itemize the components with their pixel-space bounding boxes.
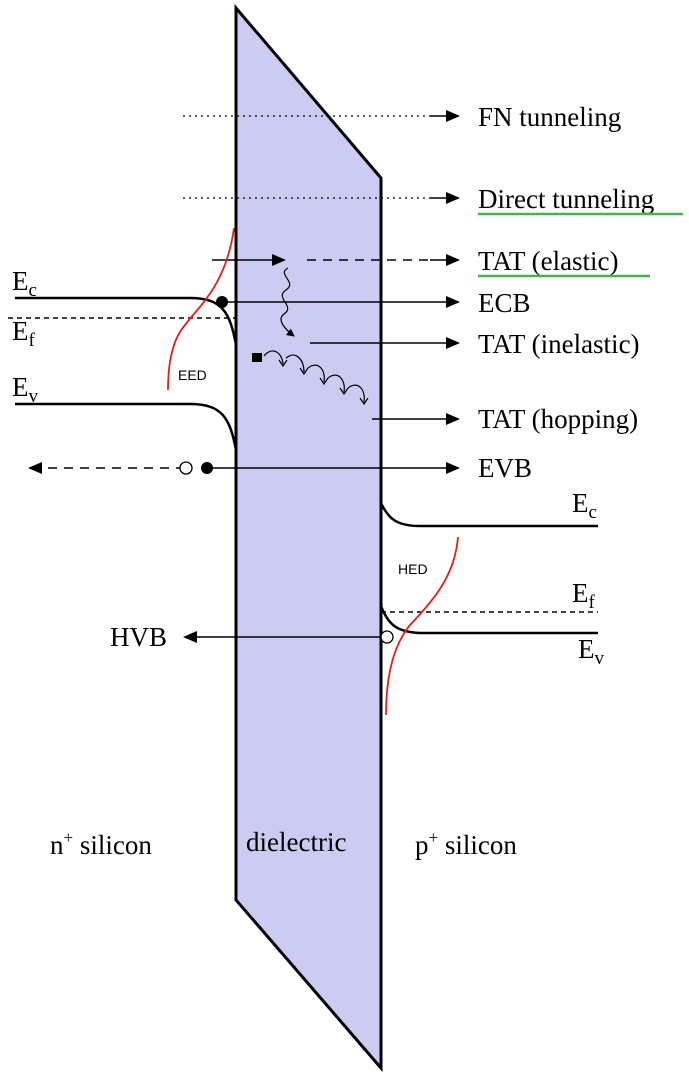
tat-inelastic-wiggle [280, 267, 295, 337]
evb-electron [201, 462, 213, 474]
label-fn-tunneling: FN tunneling [478, 102, 621, 132]
dielectric-barrier [234, 3, 383, 1073]
label-right-ev: Ev [578, 634, 605, 669]
label-ecb: ECB [478, 288, 531, 318]
hopping-path [263, 350, 365, 403]
hvb-hole [380, 630, 394, 644]
label-p-silicon: p+ silicon [415, 828, 517, 860]
eed-curve [167, 227, 235, 391]
label-left-ev: Ev [12, 372, 39, 407]
label-n-silicon: n+ silicon [50, 828, 152, 860]
label-right-ef: Ef [572, 578, 596, 613]
label-eed: EED [178, 367, 207, 383]
label-dielectric: dielectric [246, 827, 346, 857]
hopping-arrowheads [278, 359, 369, 406]
hed-curve [385, 536, 459, 716]
label-left-ef: Ef [12, 316, 36, 351]
trap-state [252, 353, 262, 362]
right-conduction-band [379, 502, 598, 528]
evb-hole [179, 461, 193, 475]
label-evb: EVB [478, 453, 532, 483]
label-direct-tunneling: Direct tunneling [478, 184, 654, 214]
label-hed: HED [398, 561, 428, 577]
label-tat-hopping: TAT (hopping) [478, 404, 638, 434]
left-valence-band [15, 402, 238, 451]
label-hvb: HVB [110, 622, 167, 652]
label-tat-inelastic: TAT (inelastic) [478, 329, 640, 359]
label-right-ec: Ec [572, 488, 597, 523]
label-tat-elastic: TAT (elastic) [478, 246, 619, 276]
right-valence-band [379, 605, 598, 635]
label-left-ec: Ec [12, 266, 37, 301]
ecb-electron [216, 296, 228, 308]
left-conduction-band [15, 296, 238, 346]
